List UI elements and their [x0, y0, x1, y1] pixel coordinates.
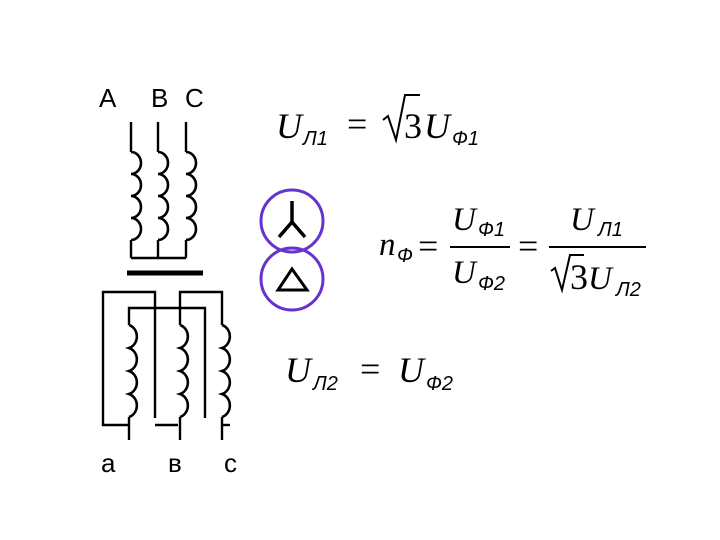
- secondary-coil-a: [124, 323, 139, 419]
- line-voltage-formula-primary: U Л1 = 3 U Ф1: [276, 94, 479, 150]
- terminal-C-label: C: [185, 83, 204, 113]
- secondary-coil-b: [175, 323, 190, 419]
- f2-eq2: =: [518, 226, 538, 266]
- f2-den1-sub: Ф2: [478, 273, 505, 295]
- secondary-coil-c: [217, 323, 232, 419]
- f2-num2: U: [570, 202, 596, 238]
- primary-winding-A: [129, 122, 143, 258]
- sqrt-sign-2: [550, 254, 584, 294]
- primary-winding-B: [156, 122, 170, 258]
- sqrt-sign: [382, 94, 420, 144]
- delta-connection-icon: [259, 246, 325, 312]
- transformation-ratio-formula: n Ф = U Ф1 U Ф2 = U Л1 3 U Л2: [379, 202, 646, 301]
- f2-n: n: [379, 227, 396, 263]
- f3-lhs-sub: Л2: [311, 373, 338, 395]
- terminal-b-label: в: [168, 448, 182, 478]
- f3-lhs: U: [285, 350, 313, 390]
- line-voltage-formula-secondary: U Л2 = U Ф2: [285, 349, 453, 395]
- f1-lhs-sub: Л1: [301, 128, 328, 150]
- f2-den2-sub: Л2: [614, 279, 641, 301]
- primary-winding-C: [184, 122, 198, 258]
- f2-eq1: =: [418, 226, 438, 266]
- f1-rhs-sub: Ф1: [452, 128, 479, 150]
- terminal-c-label: c: [224, 448, 237, 478]
- star-connection-icon: [259, 188, 325, 254]
- terminal-a-label: a: [101, 448, 116, 478]
- f3-rhs: U: [398, 350, 426, 390]
- f1-eq: =: [347, 104, 367, 144]
- f2-den2-coef: 3: [570, 257, 588, 297]
- f2-num1: U: [452, 202, 478, 238]
- secondary-delta-winding: [101, 290, 232, 440]
- f2-den1: U: [452, 255, 478, 291]
- f2-num2-sub: Л1: [596, 219, 623, 241]
- f1-coef: 3: [404, 106, 422, 146]
- f3-rhs-sub: Ф2: [426, 373, 453, 395]
- f2-num1-sub: Ф1: [478, 219, 505, 241]
- terminal-A-label: A: [99, 83, 117, 113]
- f3-eq: =: [360, 349, 380, 389]
- f2-n-sub: Ф: [397, 245, 413, 267]
- f1-lhs: U: [276, 106, 304, 146]
- f2-den2: U: [588, 261, 614, 297]
- terminal-B-label: B: [151, 83, 168, 113]
- f1-rhs: U: [424, 106, 452, 146]
